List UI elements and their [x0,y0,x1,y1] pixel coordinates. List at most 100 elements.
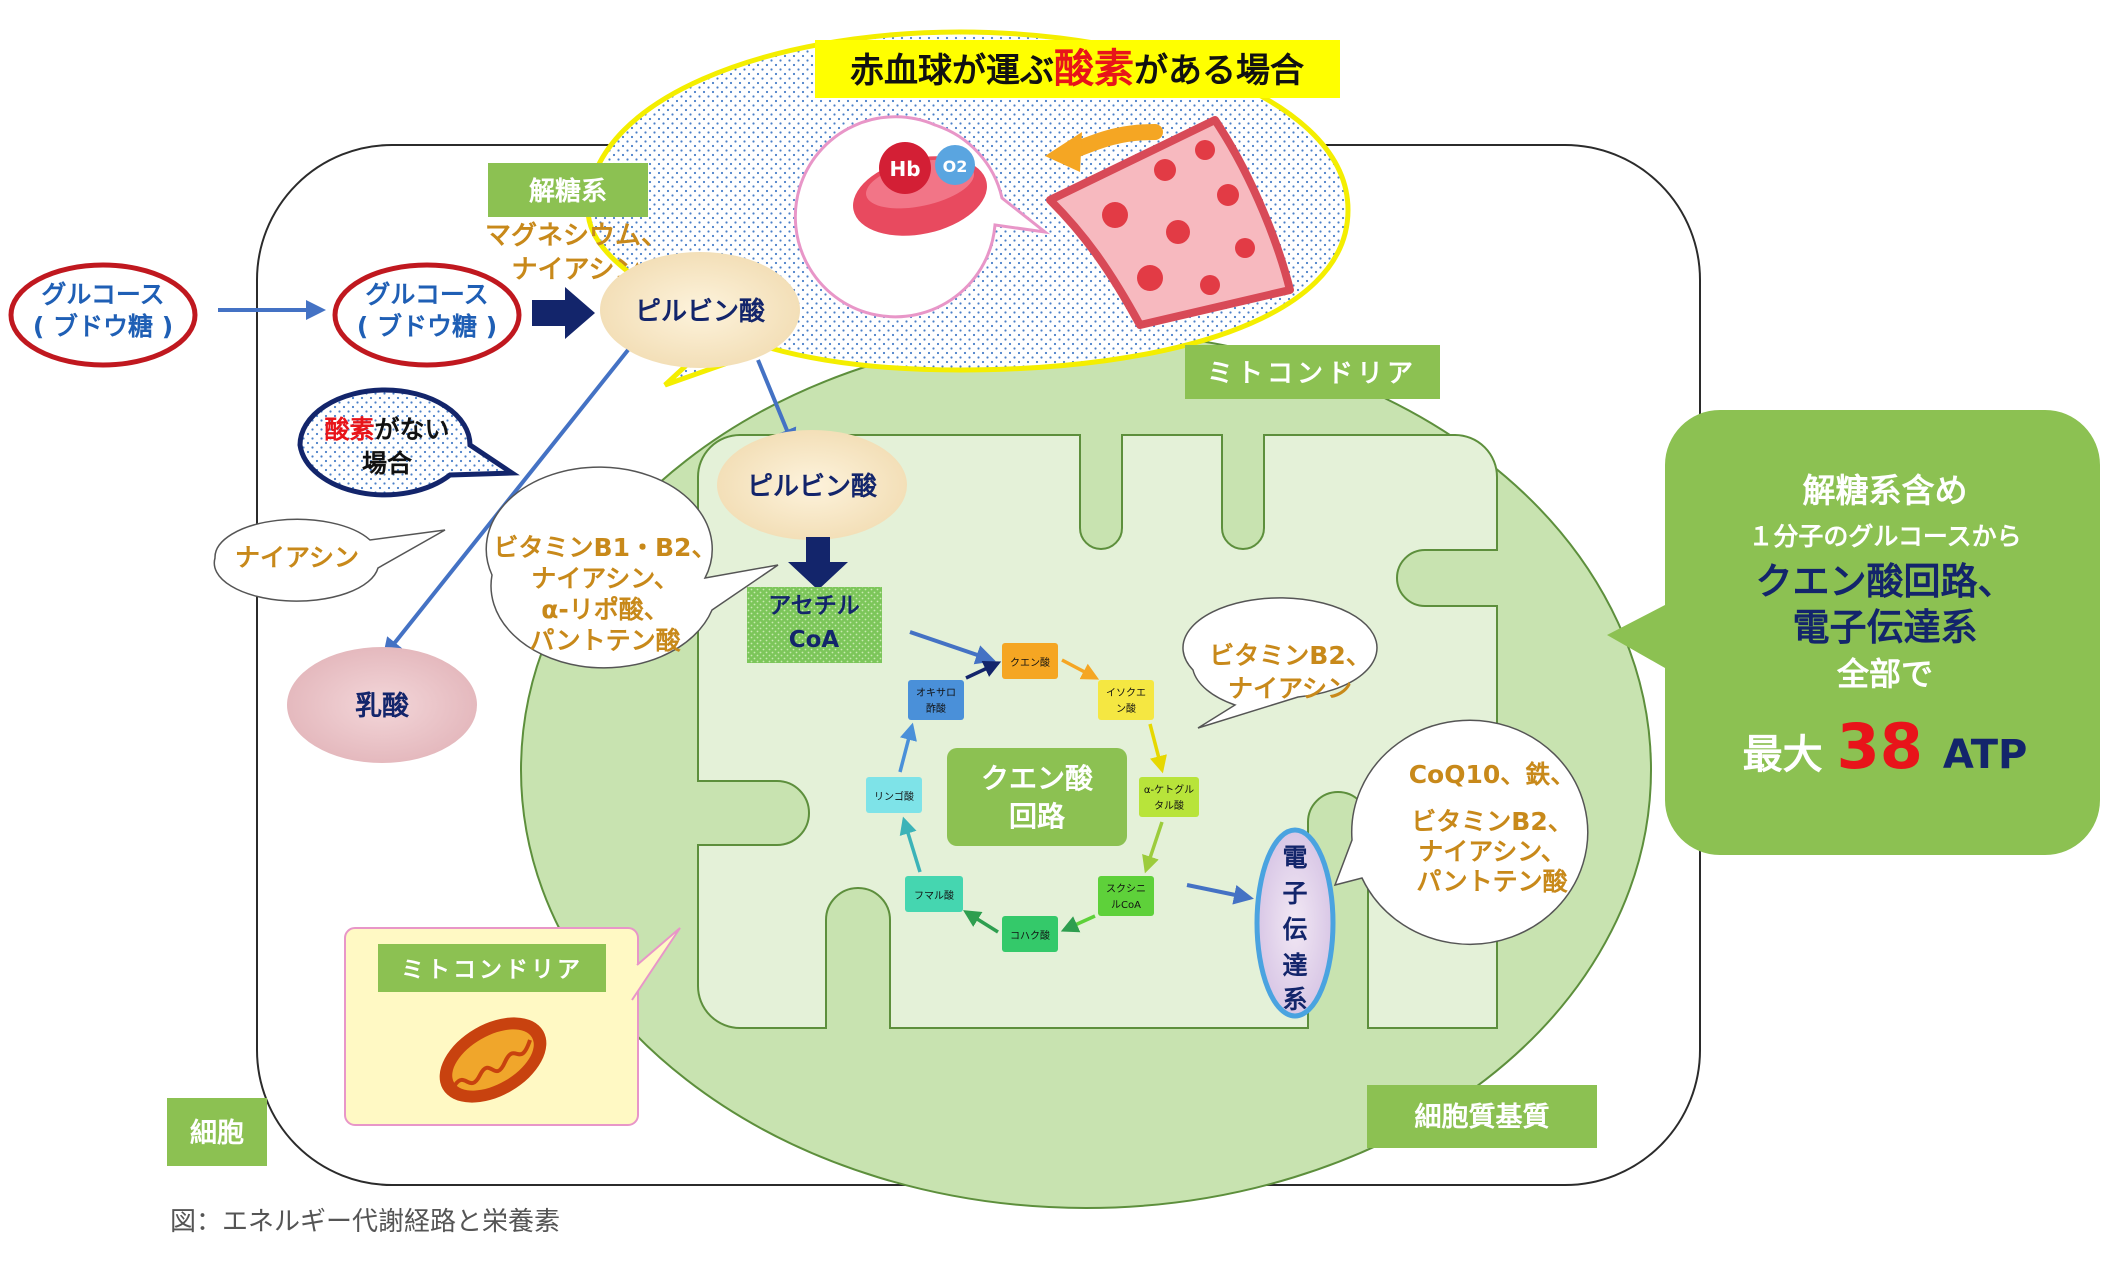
tca-step-succinylcoa-text: スクシニ [1106,883,1146,895]
inset-label-box [378,944,606,992]
cell-label-box [167,1098,267,1166]
tca-step-fumarate [905,876,963,912]
title: 赤血球が運ぶ酸素がある場合 [850,46,1304,92]
tca-arrow [963,910,999,934]
tca-arrow [1061,658,1100,680]
tca-nutrient-text: ナイアシン [1228,674,1352,703]
acetyl-coa-text: アセチル [768,593,860,619]
etc-nutrient-text: CoQ10、鉄、 [1409,760,1576,789]
glucose-inside [332,262,522,368]
tca-cycle-text: クエン酸 [981,762,1094,795]
oxygen-icon [935,145,975,185]
tca-step-ketoglutarate-text: タル酸 [1154,799,1184,812]
tca-step-isocitrate-text: ン酸 [1116,702,1136,715]
tca-step-fumarate-text: フマル酸 [914,889,954,902]
blood-cell-icon [1137,265,1163,291]
acetyl-nutrient-text: α-リポ酸、 [541,595,669,624]
etc-text: 達 [1282,951,1307,980]
tca-cycle-text: 回路 [1009,800,1066,833]
pyruvate-cytoplasm-text: ピルビン酸 [635,297,766,327]
pyruvate-mito [717,430,907,540]
tca-arrow [1148,723,1167,774]
glucose-outside-text: グルコース [41,280,164,309]
tca-to-etc-arrow [1186,883,1254,905]
tca-nutrient-text: ビタミンB2、 [1209,641,1370,670]
acetyl-coa-box [747,587,882,663]
glucose-inside-text: ( ブドウ糖 ) [357,312,497,341]
glycolysis-label-box [488,163,648,217]
inset-label: ミトコンドリア [401,957,583,983]
blood-vessel-icon [1046,116,1294,329]
blood-cell-icon [1195,140,1215,160]
tca-step-isocitrate [1098,680,1154,720]
cytoplasm-label-box [1367,1085,1597,1148]
result-text: 解糖系含め [1803,471,1968,510]
mitochondrion-icon-cristae [453,1039,532,1087]
oxygen-flow-arrowhead [1045,132,1082,172]
tca-arrow [899,816,922,873]
pyruvate-cytoplasm [600,252,800,368]
blood-cell-icon [1102,202,1128,228]
blood-cell-icon [1235,238,1255,258]
glucose-inside-text: グルコース [365,280,488,309]
tca-step-citrate [1002,643,1058,679]
etc-text: 電 [1282,843,1307,872]
no-oxygen-bubble [297,387,520,498]
mitochondria-inset-tail [631,927,681,1001]
tca-arrow [1142,821,1164,874]
acetyl-coa-text: CoA [789,627,840,653]
figure-caption: 図：エネルギー代謝経路と栄養素 [170,1207,560,1237]
result-text: 全部で [1836,655,1933,693]
etc-nutrient-text: ナイアシン、 [1418,837,1566,866]
mito-label: ミトコンドリア [1207,359,1417,389]
no-oxygen-text: 場合 [362,449,413,478]
glucose-outside [8,262,198,368]
acetyl-nutrient-bubble [485,466,779,669]
pyruvate-mito-text: ピルビン酸 [747,472,878,502]
tca-step-succinate [1002,916,1058,952]
title-banner [815,40,1340,98]
mitochondrion-icon-inner [452,1029,534,1091]
cytoplasm-label: 細胞質基質 [1415,1102,1550,1133]
niacin-bubble [213,518,446,602]
etc-nutrient-text: ビタミンB2、 [1411,807,1572,836]
hemoglobin-label: Hb [889,157,920,181]
glycolysis-arrow [532,287,595,339]
acetyl-nutrient-text: ナイアシン、 [531,564,679,593]
result-bubble [1607,410,2100,855]
tca-step-oxaloacetate-text: 酢酸 [926,702,946,715]
acetyl-nutrient-text: パントテン酸 [529,626,681,655]
tca-arrow [898,722,917,773]
niacin-text: ナイアシン [235,543,359,572]
mito-label-box [1185,345,1440,399]
blood-cell-icon [1200,275,1220,295]
tca-step-malate-text: リンゴ酸 [874,790,914,803]
blood-cell-icon [1154,159,1176,181]
tca-step-ketoglutarate [1139,777,1199,817]
tca-arrow [1060,914,1096,933]
result-text: クエン酸回路、 [1756,560,2015,603]
acetyl-nutrient-text: ビタミンB1・B2、 [494,533,717,562]
acetyl-to-citrate-arrow [909,630,996,665]
result-text: 電子伝達系 [1793,606,1978,649]
etc-text: 子 [1282,879,1307,908]
lactic-acid-text: 乳酸 [355,691,410,722]
glycolysis-nutrient: マグネシウム、 [485,221,667,251]
tca-step-isocitrate-text: イソクエ [1106,687,1146,699]
oxygen-flow-arrow [1067,124,1163,158]
tca-step-ketoglutarate-text: α-ケトグル [1144,783,1194,796]
no-oxygen-text: 酸素がない [324,415,449,444]
etc-nutrient-text: パントテン酸 [1416,867,1568,896]
cell-label: 細胞 [190,1118,244,1149]
glycolysis-label: 解糖系 [529,176,607,207]
result-text: １分子のグルコースから [1748,522,2021,551]
glucose-outside-text: ( ブドウ糖 ) [33,312,173,341]
hemoglobin-icon [879,142,931,194]
pyruvate-transport-arrow [756,359,797,449]
etc-text: 伝 [1282,915,1307,944]
tca-step-succinylcoa [1098,876,1154,916]
oxygen-label: O2 [943,157,968,176]
etc-nutrient-bubble [1333,719,1589,946]
